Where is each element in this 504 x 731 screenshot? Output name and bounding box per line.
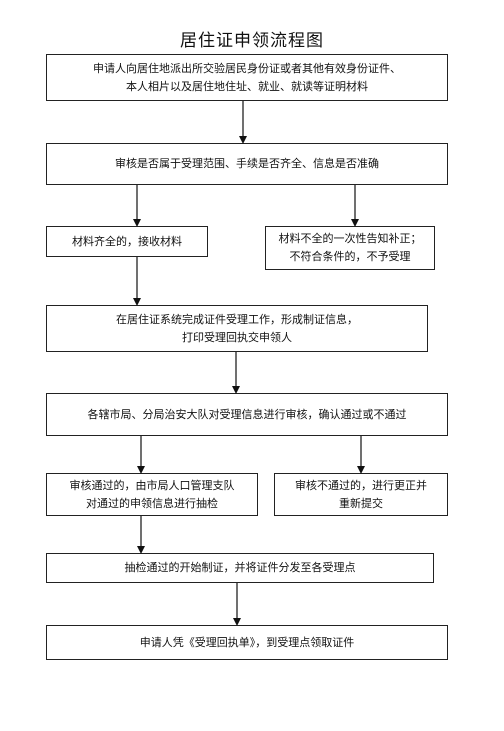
step-apply-box: 申请人向居住地派出所交验居民身份证或者其他有效身份证件、 本人相片以及居住地住址… <box>46 54 448 101</box>
step-complete-line1: 材料齐全的，接收材料 <box>72 234 182 248</box>
step-system-box: 在居住证系统完成证件受理工作，形成制证信息， 打印受理回执交申领人 <box>46 305 428 352</box>
step-incomplete-box: 材料不全的一次性告知补正； 不符合条件的，不予受理 <box>265 226 435 270</box>
step-failed-line2: 重新提交 <box>339 496 383 510</box>
step-system-line1: 在居住证系统完成证件受理工作，形成制证信息， <box>116 312 358 326</box>
step-collect-box: 申请人凭《受理回执单》，到受理点领取证件 <box>46 625 448 660</box>
step-produce-box: 抽检通过的开始制证，并将证件分发至各受理点 <box>46 553 434 583</box>
step-collect-line1: 申请人凭《受理回执单》，到受理点领取证件 <box>139 635 355 649</box>
step-review-box: 审核是否属于受理范围、手续是否齐全、信息是否准确 <box>46 143 448 185</box>
step-bureau-line1: 各辖市局、分局治安大队对受理信息进行审核，确认通过或不通过 <box>87 407 407 421</box>
step-system-line2: 打印受理回执交申领人 <box>182 330 292 344</box>
step-failed-box: 审核不通过的，进行更正并 重新提交 <box>274 473 448 516</box>
step-failed-line1: 审核不通过的，进行更正并 <box>295 478 427 492</box>
step-produce-line1: 抽检通过的开始制证，并将证件分发至各受理点 <box>124 561 356 574</box>
step-complete-box: 材料齐全的，接收材料 <box>46 226 208 257</box>
step-passed-line1: 审核通过的，由市局人口管理支队 <box>69 478 235 492</box>
step-incomplete-line2: 不符合条件的，不予受理 <box>289 250 411 263</box>
step-passed-box: 审核通过的，由市局人口管理支队 对通过的申领信息进行抽检 <box>46 473 258 516</box>
step-apply-line1: 申请人向居住地派出所交验居民身份证或者其他有效身份证件、 <box>93 61 401 75</box>
step-review-line1: 审核是否属于受理范围、手续是否齐全、信息是否准确 <box>115 157 379 170</box>
step-incomplete-line1: 材料不全的一次性告知补正； <box>278 232 422 245</box>
step-passed-line2: 对通过的申领信息进行抽检 <box>86 496 218 510</box>
step-apply-line2: 本人相片以及居住地住址、就业、就读等证明材料 <box>126 79 368 93</box>
diagram-title: 居住证申领流程图 <box>180 31 324 51</box>
step-bureau-box: 各辖市局、分局治安大队对受理信息进行审核，确认通过或不通过 <box>46 393 448 436</box>
